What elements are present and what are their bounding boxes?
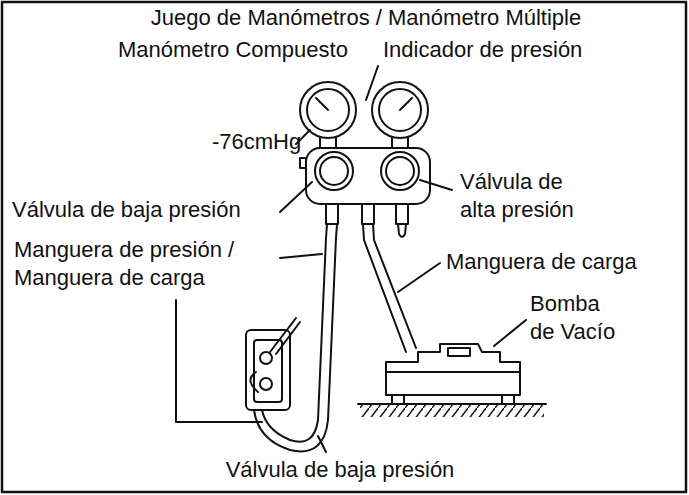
part-label: Indicador de presión xyxy=(383,36,582,64)
reading-label: -76cmHg xyxy=(212,128,301,156)
part-label: Manguera de carga xyxy=(446,248,637,276)
part-label: Válvula de baja presión xyxy=(12,196,241,224)
part-label: Válvula de alta presión xyxy=(460,168,590,224)
title-label: Juego de Manómetros / Manómetro Múltiple xyxy=(151,4,581,32)
part-label: Válvula de baja presión xyxy=(226,456,455,484)
part-label: Manómetro Compuesto xyxy=(118,36,348,64)
part-label: Manguera de presión / Manguera de carga xyxy=(14,236,284,292)
part-label: Bomba de Vacío xyxy=(530,290,626,346)
